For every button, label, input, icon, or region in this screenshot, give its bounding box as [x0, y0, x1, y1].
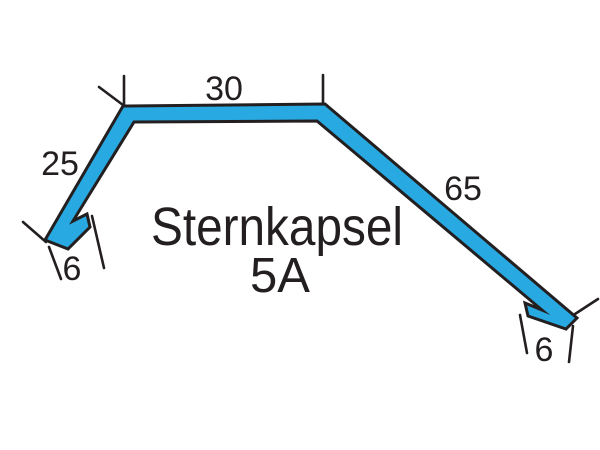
tick-hem-right-start: [518, 313, 529, 355]
tick-65-end: [573, 297, 600, 316]
dimension-label-right-hem: 6: [535, 331, 554, 369]
dimension-label-top-width: 30: [205, 70, 243, 108]
tick-left-tip-lower: [47, 245, 63, 281]
tick-left-tip-upper: [21, 220, 48, 244]
dimension-label-left-leg: 25: [41, 145, 79, 183]
tick-right-tip-lower: [567, 324, 575, 364]
product-variant: 5A: [250, 249, 310, 303]
tick-25-top: [97, 85, 125, 107]
dimension-label-right-leg: 65: [444, 170, 482, 208]
tick-hem-left-end: [90, 214, 106, 270]
profile-cross-section: [42, 102, 580, 331]
product-title: Sternkapsel: [151, 197, 403, 257]
dimension-label-left-hem: 6: [63, 250, 82, 288]
